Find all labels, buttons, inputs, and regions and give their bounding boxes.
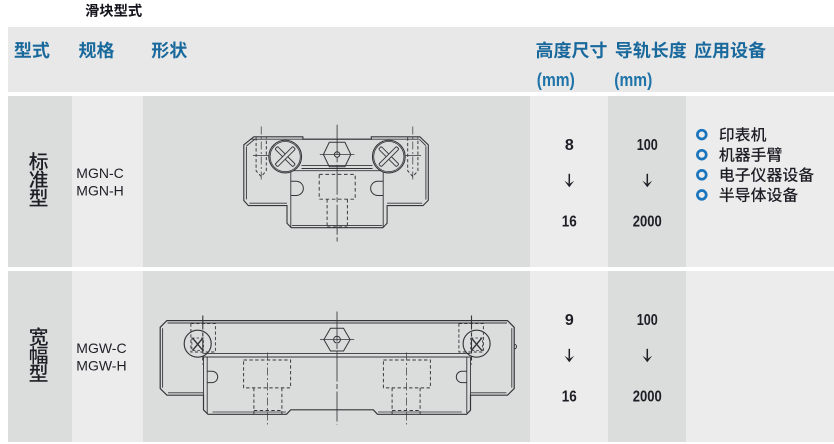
svg-text:MGW-C: MGW-C [76,340,126,356]
svg-text:8: 8 [565,137,574,154]
svg-text:MGW-H: MGW-H [76,357,126,373]
svg-text:16: 16 [562,388,577,405]
svg-text:2000: 2000 [633,388,662,405]
svg-text:100: 100 [637,137,658,154]
svg-text:MGN-H: MGN-H [76,182,123,198]
svg-text:9: 9 [565,312,574,329]
svg-text:2000: 2000 [633,213,662,230]
svg-text:(mm): (mm) [537,69,575,90]
svg-text:100: 100 [637,312,658,329]
svg-text:(mm): (mm) [614,69,652,90]
svg-text:MGN-C: MGN-C [76,165,123,181]
svg-text:16: 16 [562,213,577,230]
